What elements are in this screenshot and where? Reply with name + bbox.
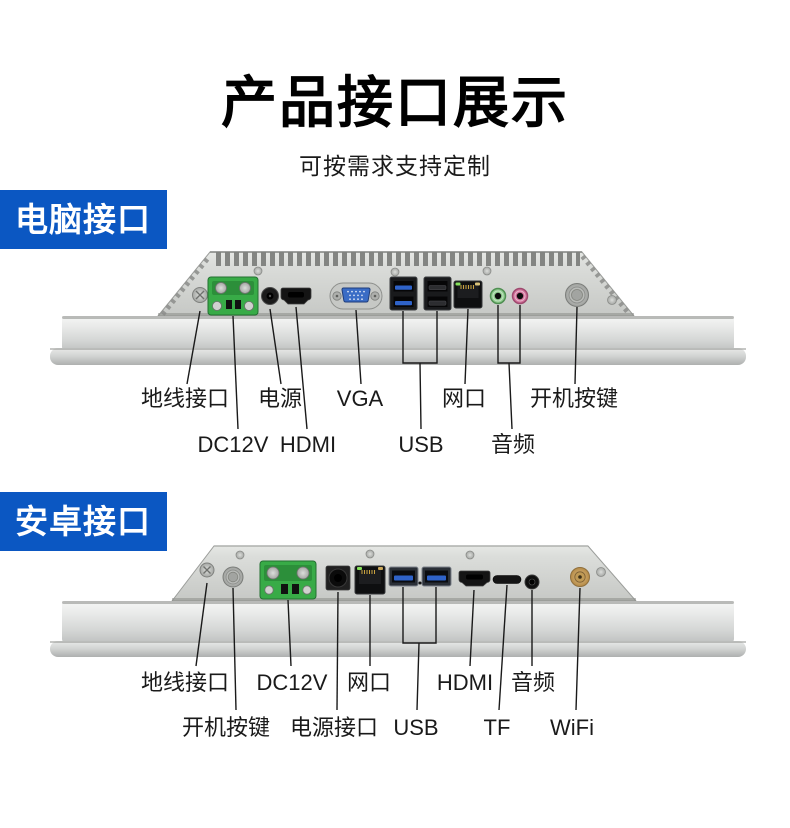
dc12v-terminal-icon	[207, 276, 259, 316]
bezel-lip-seam	[50, 641, 746, 643]
port-label: 音频	[511, 670, 555, 695]
usb3-ports-icon	[389, 276, 418, 311]
ground-screw-icon	[199, 562, 215, 578]
usb2-ports-icon	[423, 276, 452, 311]
power-button-icon	[222, 566, 244, 588]
ethernet-port-icon	[453, 280, 483, 309]
usb-port-2-icon	[421, 566, 452, 587]
line-out-jack-icon	[489, 287, 507, 305]
vga-port-icon	[329, 282, 383, 310]
ground-screw-icon	[192, 287, 208, 303]
hdmi-port-icon	[280, 287, 312, 305]
connector-lines	[186, 305, 578, 430]
port-label: VGA	[337, 386, 384, 411]
dc12v-terminal-icon	[259, 560, 317, 600]
port-label: 网口	[347, 670, 391, 695]
port-label: 电源接口	[290, 715, 378, 740]
bezel-seam	[62, 316, 734, 319]
port-label: TF	[484, 715, 511, 740]
port-label: WiFi	[550, 715, 594, 740]
port-label: HDMI	[437, 670, 493, 695]
port-label: 网口	[442, 386, 486, 411]
bezel-lip-seam	[50, 348, 746, 350]
case-screw-icon	[235, 549, 606, 577]
device-android	[50, 545, 746, 657]
front-bezel	[62, 316, 734, 351]
ethernet-port-icon	[354, 565, 386, 595]
port-label: 音频	[491, 432, 535, 457]
port-label: 地线接口	[141, 670, 229, 695]
dc-jack-icon	[325, 565, 351, 591]
connector-lines	[195, 582, 581, 711]
port-label: 开机按键	[530, 386, 618, 411]
usb-port-1-icon	[388, 566, 419, 587]
device-pc	[50, 251, 746, 365]
reset-pinhole-icon	[418, 581, 422, 585]
badge-android-interface: 安卓接口	[0, 492, 167, 551]
port-label: USB	[393, 715, 438, 740]
dc-jack-icon	[261, 287, 279, 305]
mic-jack-icon	[511, 287, 529, 305]
port-label: 地线接口	[141, 386, 229, 411]
port-label: DC12V	[257, 670, 328, 695]
port-label: DC12V	[198, 432, 269, 457]
power-button-icon	[565, 283, 589, 307]
bezel-lip	[50, 348, 746, 365]
android-interface-figure: 地线接口 DC12V 网口 HDMI 音频 开机按键 电源接口 USB TF W…	[50, 545, 746, 740]
front-bezel	[62, 601, 734, 643]
housing-shadow	[158, 313, 634, 316]
wifi-antenna-icon	[570, 567, 590, 587]
tf-slot-icon	[492, 575, 522, 584]
badge-pc-interface: 电脑接口	[0, 190, 167, 249]
page-title: 产品接口展示	[221, 71, 569, 134]
port-label: 电源	[258, 386, 302, 411]
housing-shadow	[172, 598, 636, 601]
hdmi-port-icon	[458, 570, 491, 587]
port-label: 开机按键	[182, 715, 270, 740]
pc-interface-figure: 地线接口 电源 VGA 网口 开机按键 DC12V HDMI USB 音频	[50, 251, 746, 457]
page-subtitle: 可按需求支持定制	[299, 153, 491, 179]
case-screw-icon	[253, 266, 617, 305]
heatsink-fins-icon	[158, 252, 634, 316]
audio-jack-icon	[524, 574, 540, 590]
port-label: HDMI	[280, 432, 336, 457]
bezel-lip	[50, 641, 746, 657]
port-label: USB	[398, 432, 443, 457]
bezel-seam	[62, 601, 734, 604]
